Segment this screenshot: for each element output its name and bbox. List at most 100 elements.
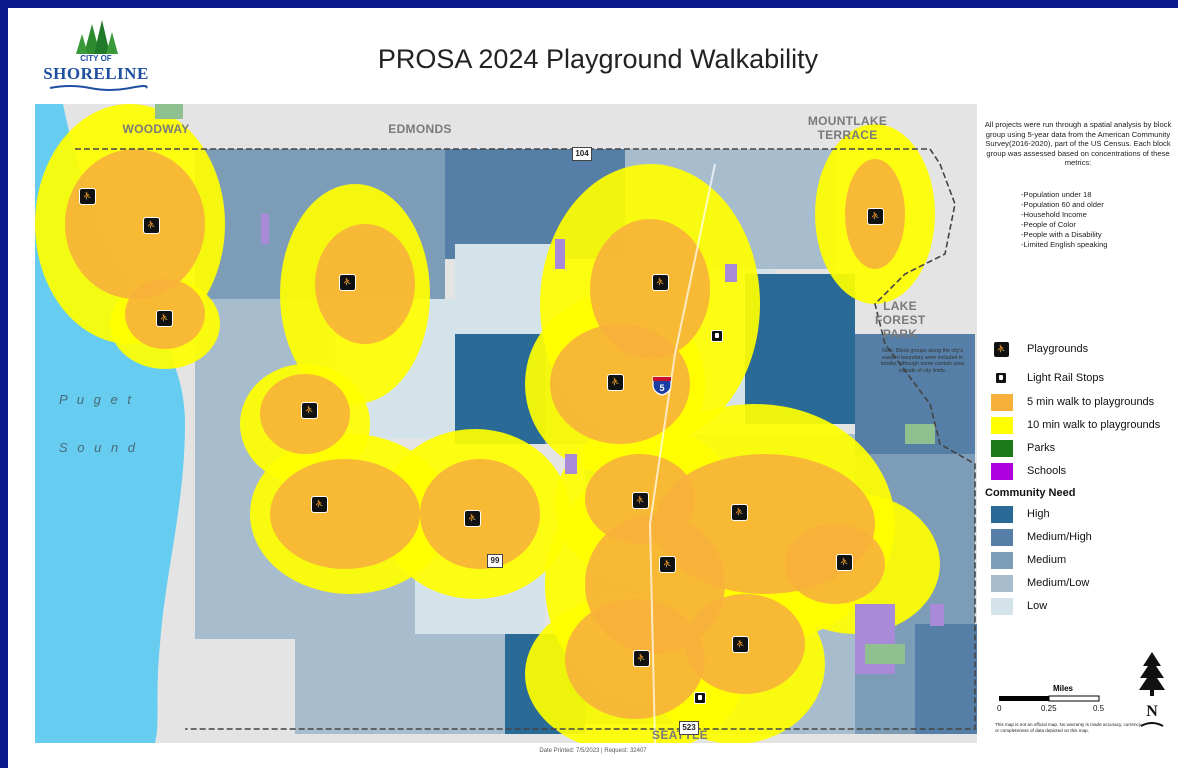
legend-label: 5 min walk to playgrounds <box>1027 396 1155 408</box>
playground-marker[interactable]: ⛹ <box>731 504 748 521</box>
scale-tick: 0 <box>997 704 1002 713</box>
label-mountlake-terrace: MOUNTLAKE TERRACE <box>807 114 888 142</box>
legend-label: Medium/High <box>1027 531 1092 543</box>
print-footer: Date Printed: 7/5/2023 | Request: 32407 <box>539 748 647 754</box>
playground-marker[interactable]: ⛹ <box>867 208 884 225</box>
scale-tick: 0.5 <box>1093 704 1105 713</box>
playground-marker[interactable]: ⛹ <box>79 188 96 205</box>
playground-marker[interactable]: ⛹ <box>607 374 624 391</box>
analysis-description: All projects were run through a spatial … <box>984 120 1172 168</box>
legend-label: Low <box>1027 600 1048 612</box>
legend-label: High <box>1027 508 1050 520</box>
interstate-shield-icon: 5 <box>652 376 672 396</box>
legend-panel: All projects were run through a spatial … <box>977 104 1178 743</box>
legend-label: Light Rail Stops <box>1027 372 1105 384</box>
i5-corridor <box>648 163 716 743</box>
playground-marker[interactable]: ⛹ <box>732 636 749 653</box>
legend-need-medium: Medium <box>991 552 1178 570</box>
legend-need-high: High <box>991 506 1178 524</box>
playground-icon: ⛹ <box>991 341 1013 358</box>
walk-5-layer <box>65 149 905 719</box>
playground-marker[interactable]: ⛹ <box>836 554 853 571</box>
swatch-schools <box>991 463 1013 480</box>
legend-label: Parks <box>1027 442 1056 454</box>
north-arrow-icon: N <box>1139 652 1165 727</box>
highway-99-shield: 99 <box>487 554 503 568</box>
playground-marker[interactable]: ⛹ <box>659 556 676 573</box>
logo-city-of: CITY OF <box>80 54 112 63</box>
header: CITY OF SHORELINE PROSA 2024 Playground … <box>8 8 1178 104</box>
label-lake-forest-park: LAKE FOREST PARK <box>875 299 926 341</box>
highway-523-shield: 523 <box>679 721 699 735</box>
light-rail-stop-marker[interactable] <box>694 692 706 704</box>
swatch-need-high <box>991 506 1013 523</box>
metric-item: -Household Income <box>1021 210 1087 219</box>
metric-item: -People with a Disability <box>1021 230 1102 239</box>
playground-marker[interactable]: ⛹ <box>311 496 328 513</box>
swatch-walk-10 <box>991 417 1013 434</box>
highway-104-shield: 104 <box>572 147 592 161</box>
legend-light-rail: Light Rail Stops <box>991 370 1178 388</box>
shoreline-logo: CITY OF SHORELINE <box>36 20 156 92</box>
label-edmonds: EDMONDS <box>388 122 452 136</box>
playground-marker[interactable]: ⛹ <box>143 217 160 234</box>
light-rail-stop-marker[interactable] <box>711 330 723 342</box>
swatch-need-low <box>991 598 1013 615</box>
logo-shoreline: SHORELINE <box>43 64 149 83</box>
legend-label: Schools <box>1027 465 1067 477</box>
playground-marker[interactable]: ⛹ <box>632 492 649 509</box>
metric-item: -Population 60 and older <box>1021 200 1104 209</box>
north-arrow: N <box>1135 652 1169 734</box>
i5-number: 5 <box>659 383 664 393</box>
scale-tick: 0.25 <box>1041 704 1057 713</box>
playground-marker[interactable]: ⛹ <box>464 510 481 527</box>
block-group <box>745 274 855 424</box>
swatch-walk-5 <box>991 394 1013 411</box>
playground-marker[interactable]: ⛹ <box>339 274 356 291</box>
label-sound: S o u n d <box>59 440 139 455</box>
legend-need-medium-high: Medium/High <box>991 529 1178 547</box>
legend-need-medium-low: Medium/Low <box>991 575 1178 593</box>
legend-need-low: Low <box>991 598 1178 616</box>
label-puget: P u g e t <box>59 392 134 407</box>
legend-walk-10: 10 min walk to playgrounds <box>991 417 1178 435</box>
swatch-need-medium <box>991 552 1013 569</box>
interstate-5-shield: 5 <box>651 374 673 396</box>
legend-label: Medium/Low <box>1027 577 1090 589</box>
map-svg <box>35 104 977 743</box>
swatch-parks <box>991 440 1013 457</box>
wave-icon <box>49 85 148 91</box>
light-rail-icon <box>991 370 1013 387</box>
swatch-need-medium-low <box>991 575 1013 592</box>
scale-title: Miles <box>1053 684 1074 693</box>
map-canvas[interactable]: WOODWAY EDMONDS MOUNTLAKE TERRACE LAKE F… <box>35 104 977 743</box>
playground-marker[interactable]: ⛹ <box>156 310 173 327</box>
playground-marker[interactable]: ⛹ <box>652 274 669 291</box>
tree-logo-icon <box>76 20 118 54</box>
scale-bar: Miles 0 0.25 0.5 <box>995 684 1105 714</box>
label-woodway: WOODWAY <box>122 122 190 136</box>
parks-layer <box>155 104 935 664</box>
playground-marker[interactable]: ⛹ <box>633 650 650 667</box>
metric-item: -Population under 18 <box>1021 190 1092 199</box>
block-group <box>915 624 977 734</box>
map-poster: CITY OF SHORELINE PROSA 2024 Playground … <box>8 8 1178 768</box>
boundary-note: Note: Block groups along the city's east… <box>880 348 965 374</box>
block-group <box>295 634 505 734</box>
community-need-title: Community Need <box>985 487 1076 499</box>
disclaimer: This map is not an official map. No warr… <box>995 722 1143 733</box>
scale-bar-graphic <box>999 695 1100 702</box>
swatch-need-medium-high <box>991 529 1013 546</box>
legend-parks: Parks <box>991 440 1178 458</box>
legend-label: Playgrounds <box>1027 343 1089 355</box>
legend-schools: Schools <box>991 463 1178 481</box>
metrics-list: -Population under 18 -Population 60 and … <box>1021 190 1171 250</box>
legend-label: Medium <box>1027 554 1067 566</box>
legend-walk-5: 5 min walk to playgrounds <box>991 394 1178 412</box>
legend-playgrounds: ⛹ Playgrounds <box>991 341 1178 359</box>
north-letter: N <box>1146 703 1158 720</box>
metric-item: -Limited English speaking <box>1021 240 1108 249</box>
metric-item: -People of Color <box>1021 220 1076 229</box>
city-boundary <box>75 148 976 730</box>
playground-marker[interactable]: ⛹ <box>301 402 318 419</box>
